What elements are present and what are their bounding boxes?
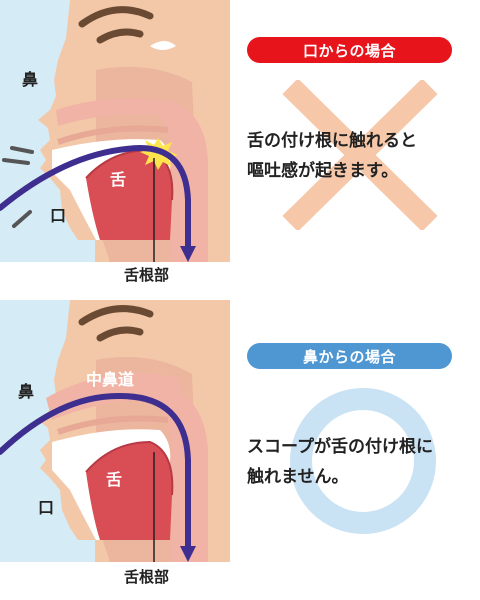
nose-label: 鼻	[22, 70, 39, 89]
mouth-label: 口	[38, 498, 55, 517]
nose-label: 鼻	[18, 382, 35, 401]
nose-desc-line-1: スコープが舌の付け根に	[247, 437, 433, 457]
mouth-label: 口	[50, 206, 67, 225]
nose-desc-line-2: 触れません。	[247, 467, 349, 487]
tongue-label: 舌	[110, 170, 127, 189]
mouth-route-illustration	[0, 0, 230, 262]
mouth-route-panel: 鼻 舌 口 舌根部 口からの場合 舌の付け根に触れると 嘔吐感が起きます。	[0, 0, 480, 290]
nose-route-description: スコープが舌の付け根に 触れません。	[247, 432, 433, 492]
tongue-root-label: 舌根部	[124, 568, 170, 586]
circle-mark-icon	[290, 388, 436, 534]
mouth-route-description: 舌の付け根に触れると 嘔吐感が起きます。	[247, 126, 417, 186]
nose-route-panel: 鼻 中鼻道 舌 口 舌根部 鼻からの場合 スコープが舌の付け根に 触れません。	[0, 300, 480, 590]
mouth-route-heading: 口からの場合	[247, 37, 452, 63]
mouth-desc-line-1: 舌の付け根に触れると	[247, 131, 417, 151]
nose-route-illustration	[0, 300, 230, 562]
tongue-label: 舌	[106, 470, 123, 489]
nose-route-heading: 鼻からの場合	[247, 343, 452, 369]
mouth-desc-line-2: 嘔吐感が起きます。	[247, 161, 399, 181]
cross-mark-icon	[282, 80, 438, 230]
nasal-passage-label: 中鼻道	[86, 370, 135, 389]
tongue-root-label: 舌根部	[124, 266, 170, 284]
